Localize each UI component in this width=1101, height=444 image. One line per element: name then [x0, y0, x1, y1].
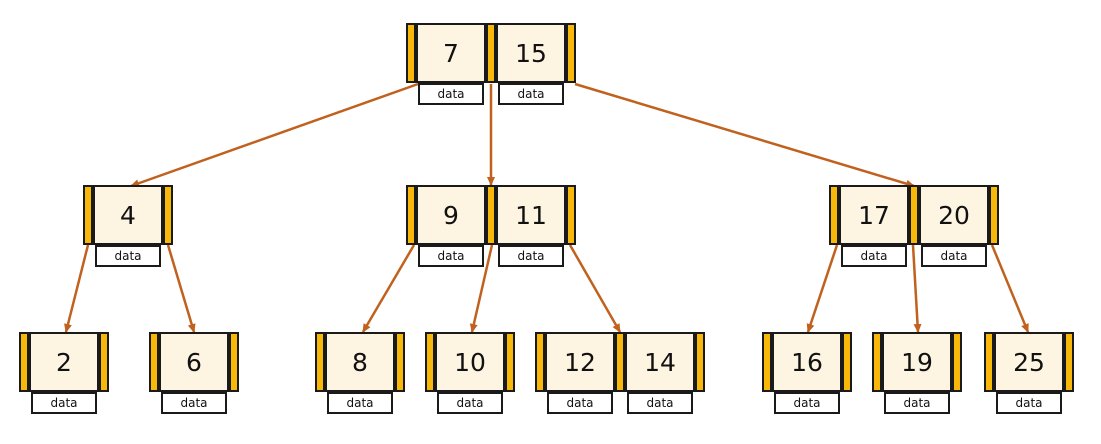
edge-n4-to-l2 — [64, 244, 90, 333]
data-box: data — [31, 392, 97, 414]
node-key: 6 — [159, 332, 229, 392]
child-pointer — [762, 332, 772, 392]
edge-n17-to-l16 — [806, 244, 839, 333]
child-pointer — [535, 332, 545, 392]
node-key: 4 — [93, 185, 163, 245]
data-box: data — [547, 392, 613, 414]
node-key: 7 — [416, 23, 486, 83]
child-pointer — [1064, 332, 1074, 392]
child-pointer — [989, 185, 999, 245]
child-pointer — [406, 23, 416, 83]
node-key: 20 — [919, 185, 989, 245]
edge-n9-to-l12 — [568, 244, 622, 333]
child-pointer — [842, 332, 852, 392]
edge-n17-to-l25 — [990, 244, 1030, 333]
data-box: data — [437, 392, 503, 414]
data-box: data — [95, 245, 161, 267]
data-box: data — [841, 245, 907, 267]
child-pointer — [406, 185, 416, 245]
node-key: 9 — [416, 185, 486, 245]
child-pointer — [566, 23, 576, 83]
data-box: data — [498, 245, 564, 267]
data-box: data — [161, 392, 227, 414]
child-pointer — [829, 185, 839, 245]
child-pointer — [486, 23, 496, 83]
data-box: data — [498, 83, 564, 105]
node-key: 19 — [882, 332, 952, 392]
child-pointer — [425, 332, 435, 392]
child-pointer — [695, 332, 705, 392]
child-pointer — [395, 332, 405, 392]
node-key: 12 — [545, 332, 615, 392]
node-key: 11 — [496, 185, 566, 245]
data-box: data — [884, 392, 950, 414]
data-box: data — [418, 83, 484, 105]
child-pointer — [229, 332, 239, 392]
child-pointer — [19, 332, 29, 392]
node-key: 2 — [29, 332, 99, 392]
child-pointer — [566, 185, 576, 245]
child-pointer — [505, 332, 515, 392]
edge-n9-to-l8 — [361, 244, 416, 333]
data-box: data — [996, 392, 1062, 414]
edge-root-to-n4 — [130, 82, 419, 188]
node-key: 17 — [839, 185, 909, 245]
edge-n17-to-l19 — [911, 244, 922, 333]
node-key: 25 — [994, 332, 1064, 392]
edge-root-to-n17 — [574, 82, 915, 188]
data-box: data — [418, 245, 484, 267]
data-box: data — [327, 392, 393, 414]
child-pointer — [909, 185, 919, 245]
node-key: 8 — [325, 332, 395, 392]
node-key: 15 — [496, 23, 566, 83]
child-pointer — [149, 332, 159, 392]
child-pointer — [984, 332, 994, 392]
child-pointer — [163, 185, 173, 245]
edge-n4-to-l6 — [166, 244, 196, 333]
data-box: data — [921, 245, 987, 267]
edge-n9-to-l10 — [469, 244, 494, 333]
child-pointer — [315, 332, 325, 392]
child-pointer — [872, 332, 882, 392]
child-pointer — [99, 332, 109, 392]
child-pointer — [486, 185, 496, 245]
node-key: 10 — [435, 332, 505, 392]
child-pointer — [952, 332, 962, 392]
node-key: 16 — [772, 332, 842, 392]
child-pointer — [615, 332, 625, 392]
data-box: data — [627, 392, 693, 414]
node-key: 14 — [625, 332, 695, 392]
data-box: data — [774, 392, 840, 414]
child-pointer — [83, 185, 93, 245]
